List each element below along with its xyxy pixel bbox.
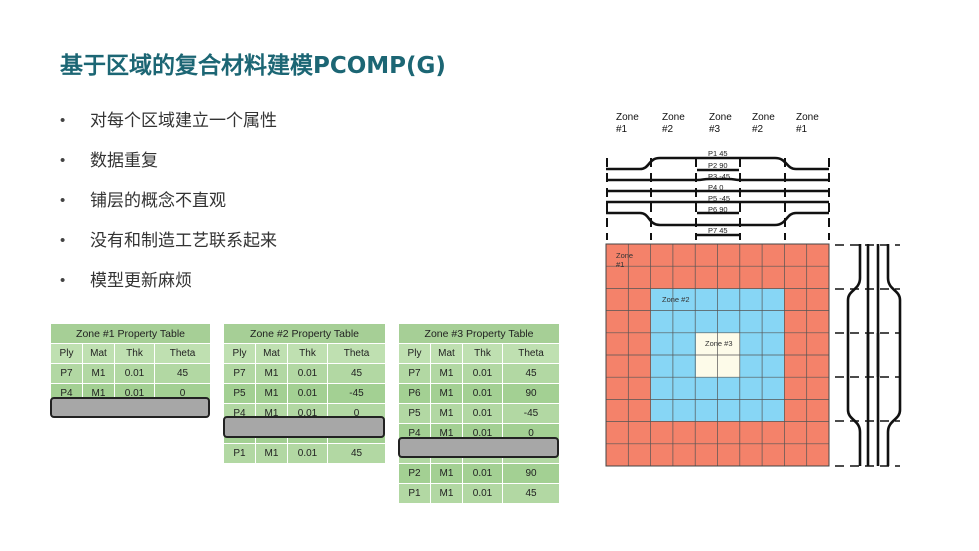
- zone1-property-table: Zone #1 Property Table Ply Mat Thk Theta…: [49, 323, 212, 415]
- ply-label: P6 90: [708, 205, 728, 214]
- ply-line: [606, 211, 829, 227]
- column-header: Mat: [430, 343, 463, 364]
- grid-zone-label: Zone #3: [705, 339, 733, 348]
- hidden-rows-box: [223, 416, 385, 438]
- grid-border: [605, 243, 830, 467]
- table-cell: 0.01: [462, 403, 503, 424]
- table-row: P1 M1 0.01 45: [223, 443, 387, 464]
- ply-label: P4 0: [708, 183, 724, 192]
- bullet-dot: •: [60, 232, 66, 249]
- zone-header: Zone #1: [616, 112, 639, 135]
- table-cell: 0.01: [287, 443, 328, 464]
- table-cell: 0.01: [462, 363, 503, 384]
- grid-zone-label: Zone #2: [662, 295, 690, 304]
- bullet-text: 数据重复: [90, 151, 158, 171]
- table-cell: P7: [398, 363, 431, 384]
- table-cell: -45: [326, 383, 387, 404]
- zone3-property-table: Zone #3 Property Table Ply Mat Thk Theta…: [397, 323, 561, 504]
- zone-header: Zone #2: [752, 112, 775, 135]
- ply-label: P1 45: [708, 149, 728, 158]
- column-header: Thk: [114, 343, 155, 364]
- table-cell: 45: [501, 483, 561, 504]
- bullet-text: 对每个区域建立一个属性: [90, 111, 277, 131]
- table-row: P1 M1 0.01 45: [398, 483, 561, 504]
- table-title: Zone #3 Property Table: [397, 323, 561, 344]
- table-title: Zone #1 Property Table: [49, 323, 212, 344]
- bullet-list: • 对每个区域建立一个属性 • 数据重复 • 铺层的概念不直观 • 没有和制造工艺联系起…: [60, 108, 277, 308]
- table-cell: 90: [501, 463, 561, 484]
- column-header: Theta: [501, 343, 561, 364]
- bullet-item: • 铺层的概念不直观: [60, 188, 277, 228]
- hidden-rows-box: [398, 437, 559, 458]
- ply-line: [606, 177, 829, 182]
- table-cell: 0.01: [114, 363, 155, 384]
- table-cell: P7: [223, 363, 256, 384]
- bullet-text: 模型更新麻烦: [90, 271, 192, 291]
- mesh-grid: [606, 244, 829, 466]
- bullet-dot: •: [60, 192, 66, 209]
- column-header: Mat: [82, 343, 115, 364]
- bullet-dot: •: [60, 112, 66, 129]
- table-cell: M1: [430, 363, 463, 384]
- ply-line: [846, 244, 862, 466]
- zone2-property-table: Zone #2 Property Table Ply Mat Thk Theta…: [222, 323, 387, 464]
- bullet-item: • 没有和制造工艺联系起来: [60, 228, 277, 268]
- bullet-dot: •: [60, 272, 66, 289]
- table-cell: P5: [223, 383, 256, 404]
- bullet-text: 铺层的概念不直观: [90, 191, 226, 211]
- zone-header: Zone #2: [662, 112, 685, 135]
- table-cell: P1: [223, 443, 256, 464]
- ply-label: P2 90: [708, 161, 728, 170]
- ply-line: [606, 156, 829, 171]
- table-cell: 45: [326, 443, 387, 464]
- ply-label: P7 45: [708, 226, 728, 235]
- table-row: P2 M1 0.01 90: [398, 463, 561, 484]
- slide-title: 基于区域的复合材料建模PCOMP(G): [60, 53, 446, 79]
- hidden-rows-box: [50, 397, 210, 418]
- zone-divider-lines: [606, 158, 830, 240]
- table-cell: 45: [501, 363, 561, 384]
- table-cell: M1: [255, 443, 288, 464]
- column-header: Thk: [287, 343, 328, 364]
- table-row: P7 M1 0.01 45: [223, 363, 387, 384]
- table-cell: P7: [50, 363, 83, 384]
- bullet-text: 没有和制造工艺联系起来: [90, 231, 277, 251]
- zone-header: Zone #3: [709, 112, 732, 135]
- ply-line: [886, 244, 902, 466]
- bullet-item: • 对每个区域建立一个属性: [60, 108, 277, 148]
- table-row: P5 M1 0.01 -45: [223, 383, 387, 404]
- table-cell: 45: [153, 363, 212, 384]
- grid-zone-label: Zone #1: [616, 251, 634, 269]
- side-ply-stack: [846, 244, 902, 466]
- bullet-item: • 模型更新麻烦: [60, 268, 277, 308]
- column-header: Theta: [153, 343, 212, 364]
- ply-label: P5 -45: [708, 194, 731, 203]
- table-cell: 45: [326, 363, 387, 384]
- table-cell: P5: [398, 403, 431, 424]
- table-cell: P1: [398, 483, 431, 504]
- table-cell: 0.01: [462, 483, 503, 504]
- table-row: P7 M1 0.01 45: [398, 363, 561, 384]
- bullet-item: • 数据重复: [60, 148, 277, 188]
- ply-label: P3 -45: [708, 172, 731, 181]
- table-row: P5 M1 0.01 -45: [398, 403, 561, 424]
- bullet-dot: •: [60, 152, 66, 169]
- ply-stack: [606, 156, 829, 237]
- zone-header: Zone #1: [796, 112, 819, 135]
